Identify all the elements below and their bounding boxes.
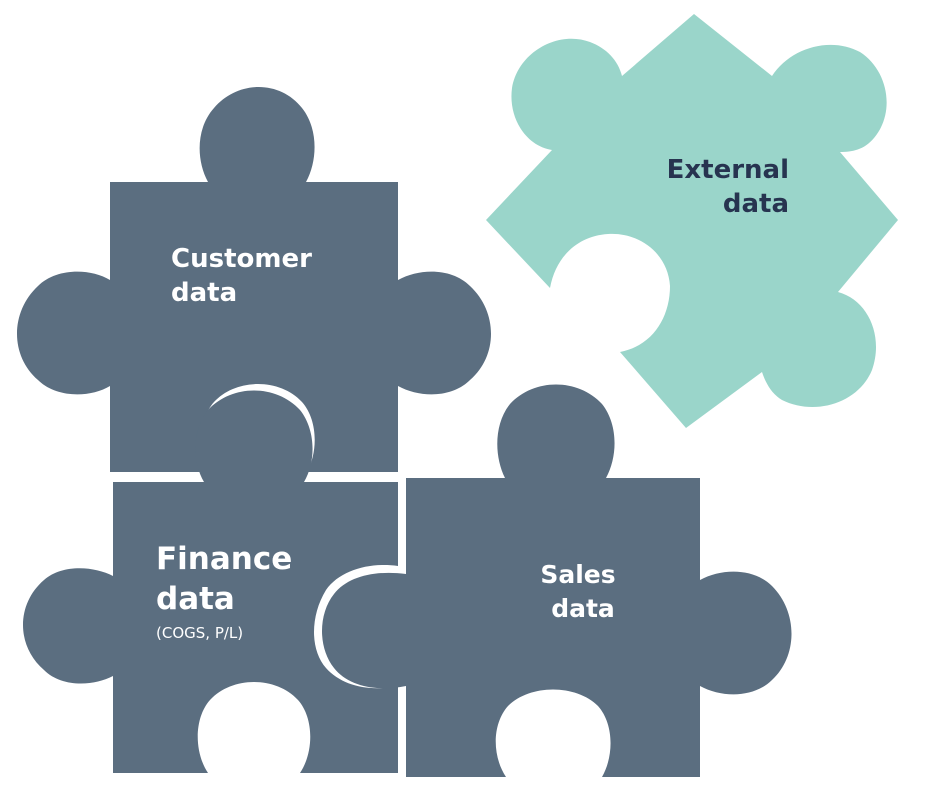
sales-data-label-line1: Sales xyxy=(540,560,615,589)
customer-data-piece: Customer data xyxy=(17,87,491,472)
finance-piece-shape xyxy=(23,390,398,773)
sales-piece-shape xyxy=(322,384,792,777)
customer-data-label-line1: Customer xyxy=(171,244,312,274)
external-data-label-line2: data xyxy=(723,189,789,219)
external-data-piece: External data xyxy=(486,14,898,428)
finance-data-piece: Finance data (COGS, P/L) xyxy=(23,390,398,773)
customer-piece-shape xyxy=(17,87,491,472)
finance-data-sublabel: (COGS, P/L) xyxy=(156,624,243,642)
external-piece-shape xyxy=(486,14,898,428)
finance-data-label-line2: data xyxy=(156,581,235,617)
sales-data-label-line2: data xyxy=(551,594,615,623)
external-data-label-line1: External xyxy=(667,155,789,185)
sales-data-piece: Sales data xyxy=(322,384,792,777)
finance-data-label-line1: Finance xyxy=(156,541,292,577)
customer-data-label-line2: data xyxy=(171,278,237,308)
